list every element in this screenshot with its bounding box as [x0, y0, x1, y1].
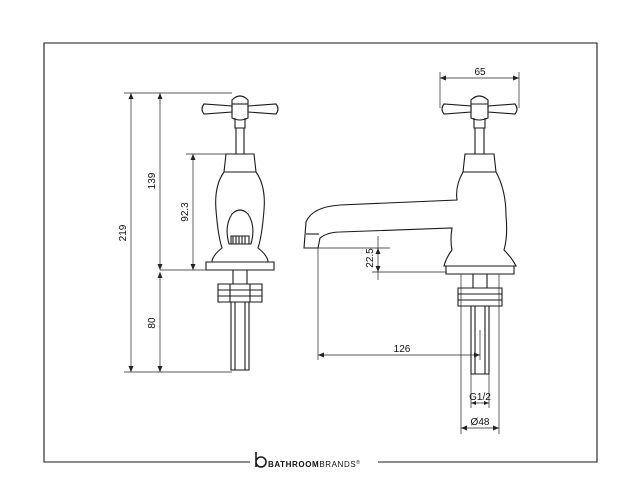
dim-upper-height-label: 139 [147, 172, 158, 189]
dim-overall-height-label: 219 [118, 224, 129, 241]
dim-body-height: 92.3 [180, 153, 226, 270]
brand-logo: BATHROOMBRANDS® [255, 452, 361, 469]
dim-spout-height-label: 22.5 [365, 248, 376, 268]
dim-handle-width-label: 65 [474, 67, 486, 78]
dim-spout-height: 22.5 [318, 236, 446, 280]
svg-text:BATHROOMBRANDS®: BATHROOMBRANDS® [268, 459, 361, 469]
dim-upper-height: 139 [147, 93, 206, 271]
dim-spout-projection-label: 126 [394, 344, 411, 355]
tap-side-view [303, 95, 518, 375]
dim-base-diameter: Ø48 [460, 274, 500, 434]
brand-name-light: BRANDS [319, 460, 356, 469]
brand-trademark: ® [356, 459, 360, 466]
dim-overall-height: 219 [118, 92, 232, 373]
drawing-frame [43, 42, 598, 463]
brand-name-bold: BATHROOM [268, 460, 319, 469]
dim-tail-length: 80 [147, 272, 163, 372]
dim-spout-projection: 126 [317, 248, 481, 360]
dim-handle-width: 65 [439, 67, 520, 108]
dim-thread-label: G1/2 [469, 392, 491, 403]
tap-front-view [201, 95, 279, 371]
dim-body-height-label: 92.3 [180, 202, 191, 222]
dim-tail-length-label: 80 [147, 317, 158, 329]
dim-base-diameter-label: Ø48 [471, 417, 490, 428]
dim-thread: G1/2 [469, 374, 491, 408]
brand-icon [255, 452, 267, 468]
